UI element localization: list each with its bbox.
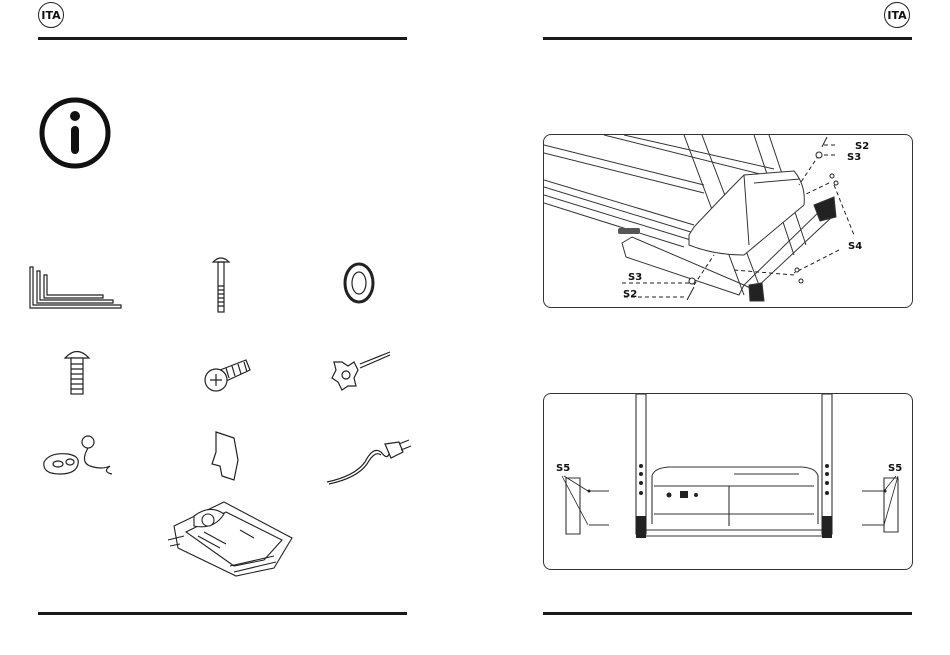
spring-washer-icon: [343, 262, 375, 304]
cover-plate-icon: [211, 431, 239, 481]
short-bolt-icon: [63, 350, 91, 395]
figure-handrail-assembly: S2 S3 S4 S3 S2: [543, 134, 913, 308]
header-rule-right: [543, 37, 912, 40]
label-s5-right: S5: [888, 463, 903, 474]
treadmill-front-drawing: [561, 394, 899, 538]
treadmill-icon: [167, 501, 293, 577]
language-badge-left: ITA: [38, 2, 64, 28]
label-s2-bottom: S2: [623, 289, 638, 300]
safety-key-icon: [43, 435, 113, 475]
language-badge-right: ITA: [884, 2, 910, 28]
phillips-screw-icon: [204, 359, 251, 392]
info-icon: [39, 97, 111, 169]
long-bolt-icon: [211, 257, 231, 313]
header-rule-left: [38, 37, 407, 40]
label-s3-bottom: S3: [628, 272, 643, 283]
label-s2-top: S2: [855, 141, 870, 152]
label-s5-left: S5: [556, 463, 571, 474]
footer-rule-left: [38, 612, 407, 615]
treadmill-rear-drawing: [544, 135, 855, 302]
power-cord-icon: [326, 439, 412, 485]
footer-rule-right: [543, 612, 912, 615]
combination-wrench-icon: [331, 351, 391, 391]
figure-side-covers: S5 S5: [543, 393, 913, 570]
allen-keys-icon: [29, 266, 122, 309]
label-s3-top: S3: [847, 152, 862, 163]
label-s4: S4: [848, 241, 863, 252]
